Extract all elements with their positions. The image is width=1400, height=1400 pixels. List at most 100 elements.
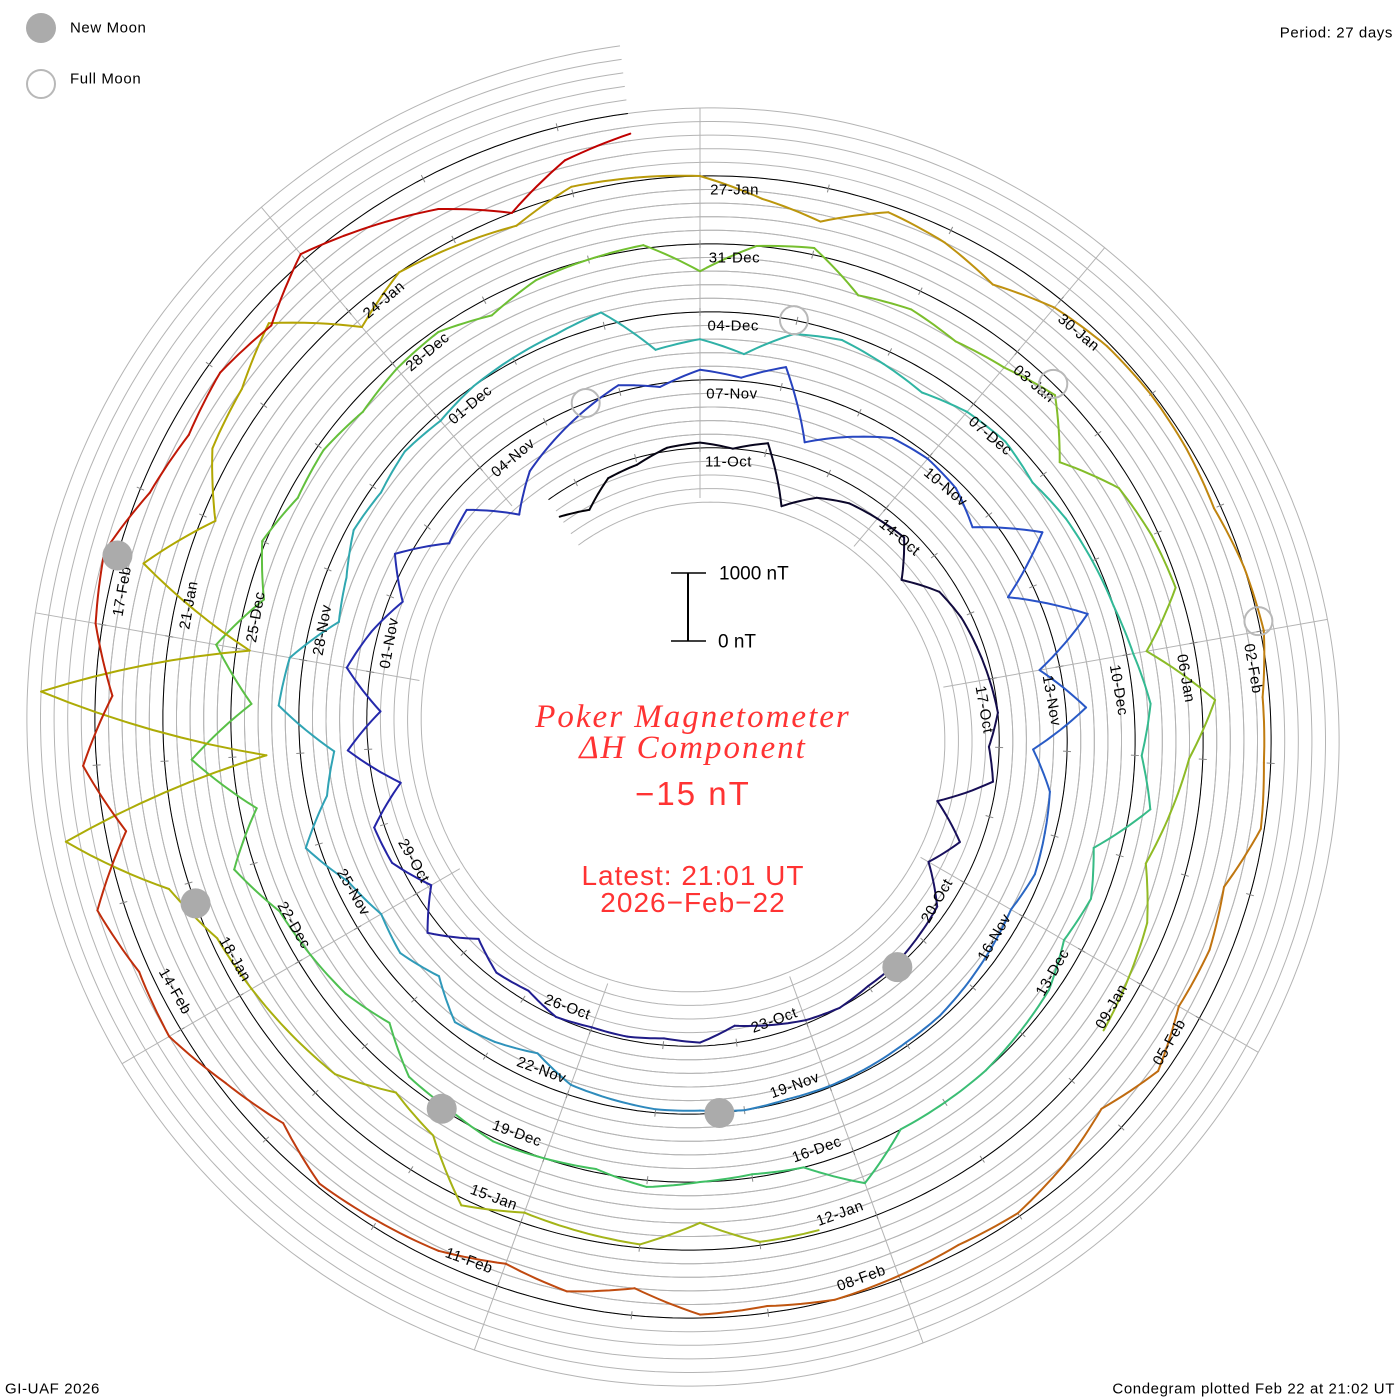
data-segment [296,448,325,499]
data-segment [600,311,657,351]
data-segment [82,764,128,833]
day-tick [555,123,559,132]
day-tick [571,189,575,198]
data-segment [1007,596,1089,615]
data-segment [347,880,383,916]
data-segment [984,1030,1021,1072]
data-segment [838,984,870,1009]
day-tick [969,984,977,991]
data-segment [926,457,957,490]
data-segment [346,710,382,752]
data-segment [564,132,632,162]
data-segment [699,1305,769,1316]
date-label: 29-Oct [394,836,433,886]
data-segment [882,363,923,394]
chart-title-line2: ΔH Component [577,730,807,766]
data-segment [395,331,440,370]
data-segment [666,441,701,449]
day-tick [779,382,783,391]
data-segment [971,526,1044,534]
day-tick [199,513,207,518]
day-tick [1153,530,1162,535]
data-segment [1058,461,1120,490]
data-segment [1259,761,1265,830]
data-segment [1064,517,1094,562]
data-segment [819,211,890,223]
date-label: 21-Jan [176,580,201,631]
full-moon-marker [778,305,809,336]
day-tick [1115,854,1124,858]
date-label: 18-Jan [215,934,254,985]
data-segment [304,847,350,883]
data-segment [523,1211,583,1233]
day-tick [295,959,303,965]
data-segment [988,678,999,714]
data-segment [863,1128,902,1185]
date-label: 27-Jan [710,181,759,198]
day-tick [177,1027,185,1033]
data-segment [1092,808,1152,849]
date-label: 24-Jan [360,278,408,322]
data-segment [318,1182,379,1222]
data-segment [224,1082,285,1125]
date-label: 14-Feb [155,965,195,1017]
date-label: 05-Feb [1149,1016,1189,1068]
data-segment [927,841,961,863]
footer-plotted-time: Condegram plotted Feb 22 at 21:02 UT [1112,1381,1395,1398]
day-tick [420,174,426,183]
data-segment [658,368,701,388]
data-segment [580,1230,641,1246]
day-tick [361,1043,369,1050]
full-moon-legend-icon [26,69,56,99]
data-segment [64,754,268,843]
data-segment [334,1073,397,1094]
data-segment [887,211,946,244]
data-segment [398,244,458,274]
day-tick [795,316,799,325]
data-segment [558,508,591,518]
data-segment [927,860,939,908]
data-segment [966,410,1007,443]
date-label: 13-Nov [1039,674,1065,728]
data-segment [361,367,398,413]
data-segment [1043,790,1051,835]
data-segment [569,1083,614,1101]
day-tick [930,552,938,559]
data-segment [1185,448,1215,510]
data-segment [846,435,894,439]
footer-credit: GI-UAF 2026 [5,1381,100,1398]
data-segment [1018,988,1050,1033]
day-tick [260,402,268,408]
data-segment [455,224,518,247]
data-segment [527,989,557,1018]
day-tick [826,469,832,478]
data-segment [493,1040,539,1055]
data-segment [438,975,456,1024]
scale-bottom-label: 0 nT [718,632,756,653]
data-segment [211,387,243,450]
day-tick [1136,981,1145,987]
date-label: 14-Oct [876,516,924,560]
date-label: 11-Feb [443,1244,495,1277]
date-label: 16-Dec [790,1133,844,1167]
data-segment [868,1041,907,1068]
data-segment [938,981,969,1017]
date-label: 22-Dec [274,899,314,952]
date-label: 17-Feb [110,565,136,618]
day-tick [618,387,622,396]
day-tick [662,1041,665,1050]
data-segment [388,1021,410,1078]
latest-time: Latest: 21:01 UT [581,860,804,891]
date-label: 15-Jan [468,1181,520,1214]
data-segment [588,477,610,511]
data-segment [936,800,961,844]
data-segment [373,826,393,864]
day-tick [205,361,213,368]
data-segment [991,283,1056,309]
data-segment [1063,897,1092,942]
day-tick [1216,503,1225,508]
new-moon-marker [704,1097,735,1128]
data-segment [288,620,340,659]
day-tick [433,412,440,419]
full-moon-marker [1243,606,1274,637]
